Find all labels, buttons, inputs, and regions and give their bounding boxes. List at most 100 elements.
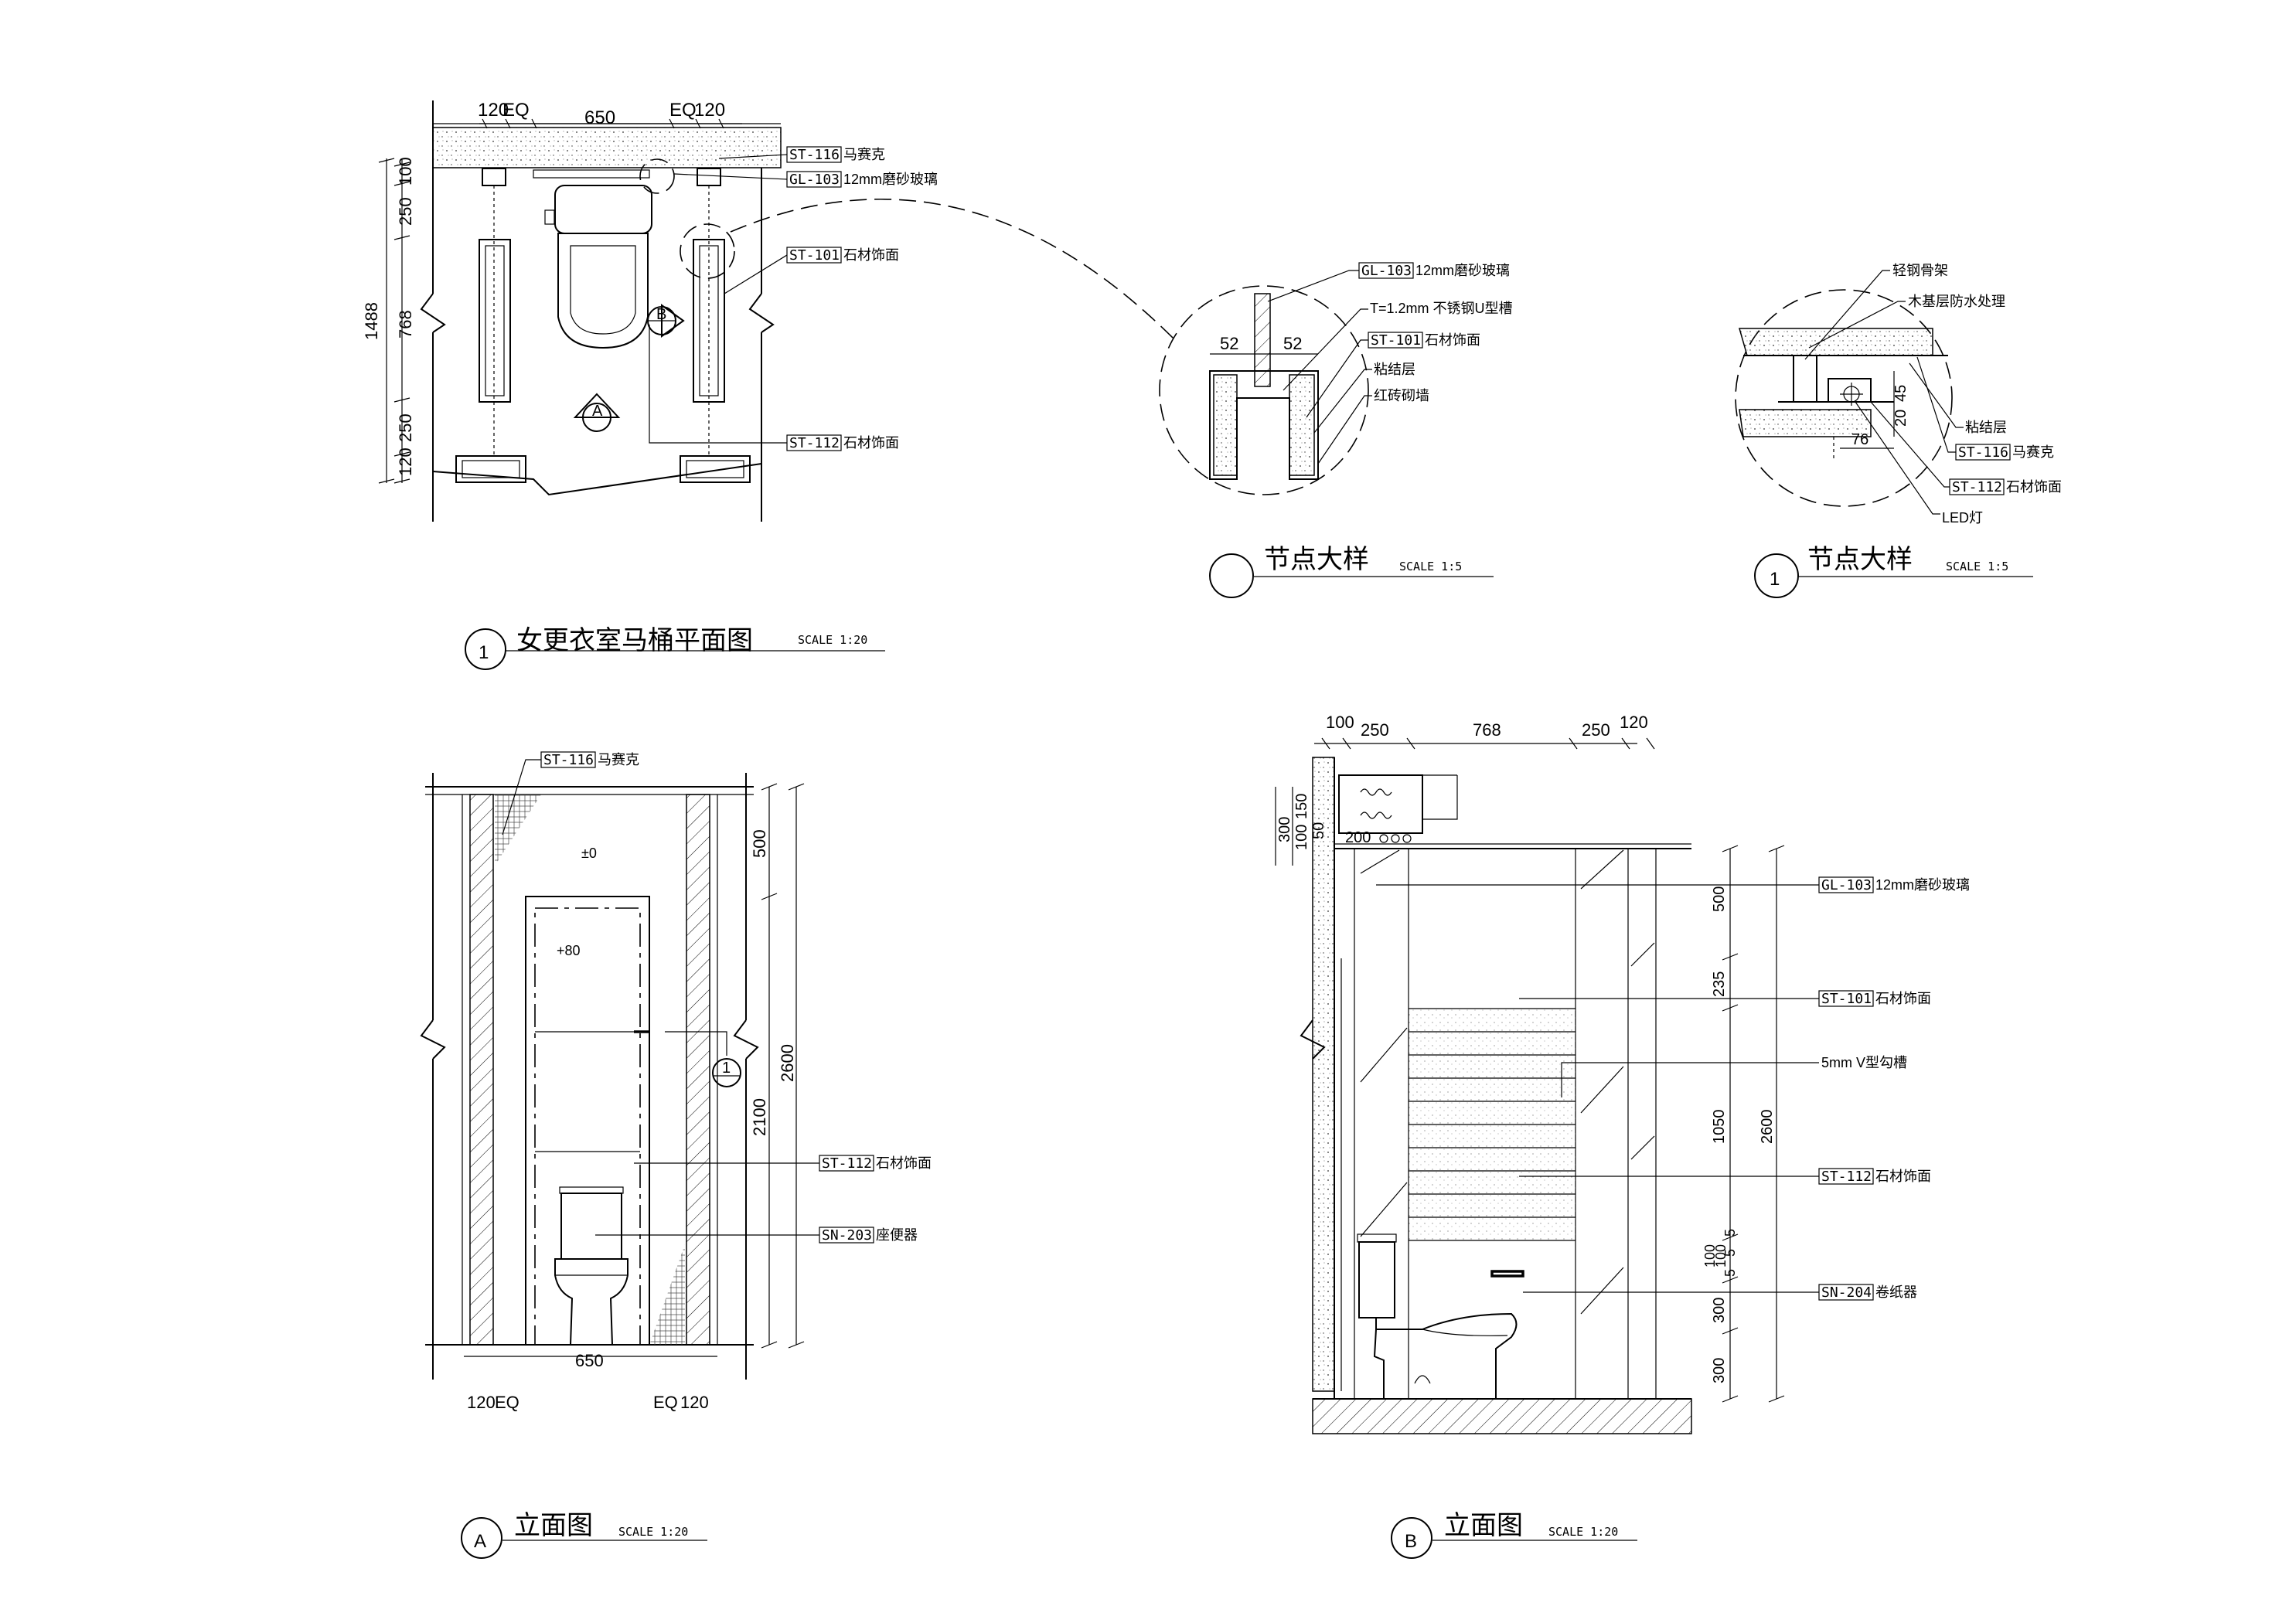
- elev-b-title-block: B 立面图 SCALE 1:20: [1391, 1510, 1637, 1559]
- svg-text:SCALE 1:20: SCALE 1:20: [798, 633, 867, 647]
- svg-text:GL-103: GL-103: [1821, 877, 1872, 893]
- svg-text:650: 650: [584, 107, 615, 128]
- svg-text:5: 5: [1722, 1269, 1738, 1277]
- plan-view: A B 120 EQ 650 EQ 120: [362, 100, 1176, 670]
- svg-text:EQ: EQ: [502, 100, 530, 121]
- svg-text:120: 120: [694, 100, 725, 121]
- svg-text:250: 250: [1361, 720, 1389, 740]
- elevation-b: 100 250 768 250 120 300 150 100 50 200 5…: [1275, 713, 1970, 1559]
- svg-text:2100: 2100: [750, 1098, 769, 1136]
- svg-text:1050: 1050: [1711, 1110, 1728, 1145]
- elev-a-callout-st112: ST-112 石材饰面: [634, 1155, 932, 1172]
- elev-a-glass-panel: [525, 896, 650, 1346]
- svg-text:300: 300: [1711, 1358, 1728, 1383]
- svg-text:120: 120: [1620, 713, 1648, 732]
- detail2-callout-st116: ST-116 马赛克: [1916, 356, 2054, 461]
- elev-a-section-marker[interactable]: 1: [665, 1031, 741, 1087]
- svg-text:1: 1: [479, 642, 489, 663]
- detail2-callout-steel: 轻钢骨架: [1804, 263, 1948, 360]
- plan-callout-st112: ST-112 石材饰面: [649, 325, 899, 451]
- svg-text:座便器: 座便器: [876, 1227, 918, 1243]
- svg-text:100: 100: [1293, 825, 1310, 850]
- svg-text:200: 200: [1345, 829, 1371, 846]
- detail2-title-block: 1 节点大样 SCALE 1:5: [1754, 544, 2033, 598]
- elev-b-toilet-tank: [1358, 1241, 1395, 1318]
- svg-text:250: 250: [396, 197, 415, 226]
- svg-text:A: A: [592, 403, 603, 420]
- svg-text:女更衣室马桶平面图: 女更衣室马桶平面图: [516, 625, 753, 656]
- elev-a-toilet-tank: [560, 1193, 622, 1260]
- svg-text:SCALE 1:20: SCALE 1:20: [1548, 1525, 1618, 1539]
- svg-text:SCALE 1:20: SCALE 1:20: [618, 1525, 688, 1539]
- svg-text:卷纸器: 卷纸器: [1875, 1284, 1917, 1300]
- svg-text:5: 5: [1722, 1249, 1738, 1257]
- svg-text:SN-203: SN-203: [822, 1227, 872, 1244]
- elev-a-toilet-bowl: [554, 1258, 629, 1346]
- svg-text:100: 100: [1702, 1244, 1718, 1267]
- svg-text:ST-101: ST-101: [1821, 991, 1872, 1007]
- svg-text:石材饰面: 石材饰面: [843, 247, 899, 263]
- svg-text:500: 500: [1711, 886, 1728, 912]
- svg-text:石材饰面: 石材饰面: [1875, 991, 1931, 1006]
- svg-text:轻钢骨架: 轻钢骨架: [1892, 263, 1948, 278]
- svg-text:5: 5: [1722, 1229, 1738, 1237]
- plan-marker-b[interactable]: B: [647, 304, 685, 338]
- svg-text:石材饰面: 石材饰面: [843, 435, 899, 451]
- svg-text:马赛克: 马赛克: [598, 752, 639, 767]
- svg-text:ST-101: ST-101: [789, 247, 840, 264]
- plan-callout-gl103: GL-103 12mm磨砂玻璃: [673, 171, 938, 188]
- svg-text:节点大样: 节点大样: [1264, 544, 1369, 575]
- detail1-callout-ucha: T=1.2mm 不锈钢U型槽: [1283, 301, 1513, 391]
- svg-text:SN-204: SN-204: [1821, 1284, 1872, 1301]
- svg-text:2600: 2600: [778, 1044, 797, 1082]
- svg-text:GL-103: GL-103: [1361, 263, 1412, 279]
- svg-text:ST-116: ST-116: [1958, 444, 2008, 461]
- elev-b-wall: [1312, 757, 1335, 1392]
- svg-text:B: B: [656, 306, 666, 323]
- svg-text:立面图: 立面图: [1444, 1510, 1523, 1541]
- elev-b-callout-st112: ST-112 石材饰面: [1519, 1168, 1931, 1185]
- detail1-callout-st101: ST-101 石材饰面: [1306, 332, 1480, 418]
- svg-text:+80: +80: [557, 943, 581, 958]
- elev-b-toilet-bowl: [1373, 1312, 1518, 1400]
- svg-text:马赛克: 马赛克: [843, 147, 885, 162]
- svg-text:ST-101: ST-101: [1371, 332, 1421, 349]
- svg-text:1: 1: [722, 1060, 731, 1077]
- plan-callout-st116: ST-116 马赛克: [718, 146, 885, 163]
- svg-text:1: 1: [1770, 569, 1780, 590]
- detail2-callout-waterproof: 木基层防水处理: [1808, 294, 2005, 349]
- svg-text:2600: 2600: [1759, 1110, 1776, 1145]
- svg-text:木基层防水处理: 木基层防水处理: [1908, 294, 2005, 309]
- svg-text:250: 250: [1582, 720, 1610, 740]
- detail1-boundary: [1159, 285, 1369, 495]
- svg-text:12mm磨砂玻璃: 12mm磨砂玻璃: [1415, 263, 1510, 278]
- detail-2: 45 20 76 轻钢骨架 木基层防水处理 粘结层 ST-116 马赛克 ST-…: [1735, 263, 2062, 598]
- svg-text:12mm磨砂玻璃: 12mm磨砂玻璃: [1875, 877, 1970, 893]
- svg-text:300: 300: [1276, 817, 1293, 842]
- svg-text:红砖砌墙: 红砖砌墙: [1374, 388, 1429, 403]
- svg-text:768: 768: [1473, 720, 1501, 740]
- svg-text:500: 500: [750, 829, 769, 858]
- svg-text:节点大样: 节点大样: [1807, 544, 1913, 575]
- elev-a-right-column: [686, 794, 710, 1346]
- svg-text:ST-112: ST-112: [822, 1155, 872, 1172]
- svg-text:120: 120: [467, 1393, 496, 1412]
- svg-text:120: 120: [396, 447, 415, 476]
- elev-b-callout-st101: ST-101 石材饰面: [1519, 990, 1931, 1007]
- svg-text:LED灯: LED灯: [1942, 510, 1983, 526]
- detail1-title-block: 节点大样 SCALE 1:5: [1209, 544, 1494, 598]
- elev-b-paper-holder: [1490, 1270, 1524, 1278]
- detail2-callout-led: LED灯: [1855, 401, 1983, 526]
- svg-text:石材饰面: 石材饰面: [2006, 479, 2062, 495]
- plan-toilet-bowl: [557, 233, 649, 349]
- detail1-callout-nianjie: 粘结层: [1313, 362, 1415, 434]
- detail2-callout-st112: ST-112 石材饰面: [1870, 401, 2062, 495]
- svg-text:石材饰面: 石材饰面: [876, 1155, 932, 1171]
- detail-1: 52 52 GL-103 12mm磨砂玻璃 T=1.2mm 不锈钢U型槽 ST-…: [1159, 262, 1513, 598]
- elev-b-callout-gl103: GL-103 12mm磨砂玻璃: [1376, 876, 1970, 893]
- plan-toilet-tank: [554, 185, 652, 234]
- svg-text:250: 250: [396, 413, 415, 442]
- svg-text:300: 300: [1711, 1298, 1728, 1323]
- svg-text:石材饰面: 石材饰面: [1875, 1169, 1931, 1184]
- plan-marker-a[interactable]: A: [573, 393, 621, 432]
